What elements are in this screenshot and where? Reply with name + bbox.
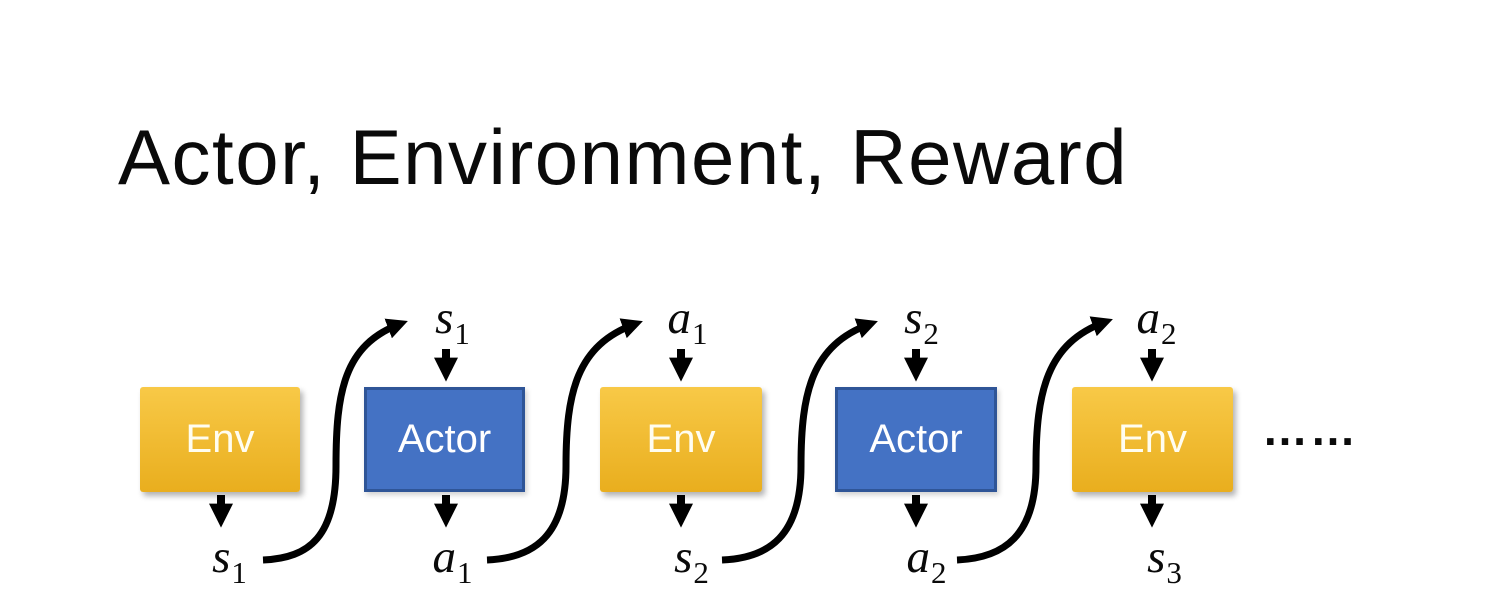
label-s2-bottom-sub: 2 bbox=[693, 555, 709, 590]
continuation-ellipsis: …… bbox=[1262, 403, 1358, 455]
actor-box-2: Actor bbox=[835, 387, 997, 492]
label-s1-bottom-sub: 1 bbox=[231, 555, 247, 590]
label-s3-bottom-base: s bbox=[1147, 531, 1166, 583]
label-s1-bottom: s1 bbox=[212, 531, 247, 589]
label-a2-bottom-sub: 2 bbox=[931, 555, 947, 590]
label-s1-top-base: s bbox=[435, 292, 454, 344]
env-box-3-label: Env bbox=[1118, 417, 1187, 461]
label-s2-bottom-base: s bbox=[674, 531, 693, 583]
label-s1-top: s1 bbox=[435, 292, 470, 350]
label-s2-top-base: s bbox=[904, 292, 923, 344]
label-a1-top-sub: 1 bbox=[692, 316, 708, 351]
label-s1-bottom-base: s bbox=[212, 531, 231, 583]
label-a1-bottom: a1 bbox=[432, 531, 473, 589]
label-a1-top-base: a bbox=[667, 292, 692, 344]
actor-box-1-label: Actor bbox=[397, 417, 492, 461]
label-s3-bottom: s3 bbox=[1147, 531, 1182, 589]
label-s3-bottom-sub: 3 bbox=[1166, 555, 1182, 590]
env-box-1-label: Env bbox=[185, 417, 255, 461]
label-a2-bottom-base: a bbox=[906, 531, 931, 583]
label-s1-top-sub: 1 bbox=[454, 316, 470, 351]
label-a1-bottom-base: a bbox=[432, 531, 457, 583]
actor-box-2-label: Actor bbox=[869, 417, 963, 461]
label-s2-top-sub: 2 bbox=[923, 316, 939, 351]
env-box-3: Env bbox=[1072, 387, 1233, 492]
env-box-1: Env bbox=[140, 387, 300, 492]
label-a2-top-base: a bbox=[1136, 292, 1161, 344]
label-s2-top: s2 bbox=[904, 292, 939, 350]
label-a2-top: a2 bbox=[1136, 292, 1177, 350]
label-a2-top-sub: 2 bbox=[1161, 316, 1177, 351]
actor-box-1: Actor bbox=[364, 387, 525, 492]
env-box-2: Env bbox=[600, 387, 762, 492]
slide-title: Actor, Environment, Reward bbox=[118, 113, 1129, 201]
label-s2-bottom: s2 bbox=[674, 531, 709, 589]
label-a1-bottom-sub: 1 bbox=[457, 555, 473, 590]
env-box-2-label: Env bbox=[646, 417, 716, 461]
label-a1-top: a1 bbox=[667, 292, 708, 350]
label-a2-bottom: a2 bbox=[906, 531, 947, 589]
